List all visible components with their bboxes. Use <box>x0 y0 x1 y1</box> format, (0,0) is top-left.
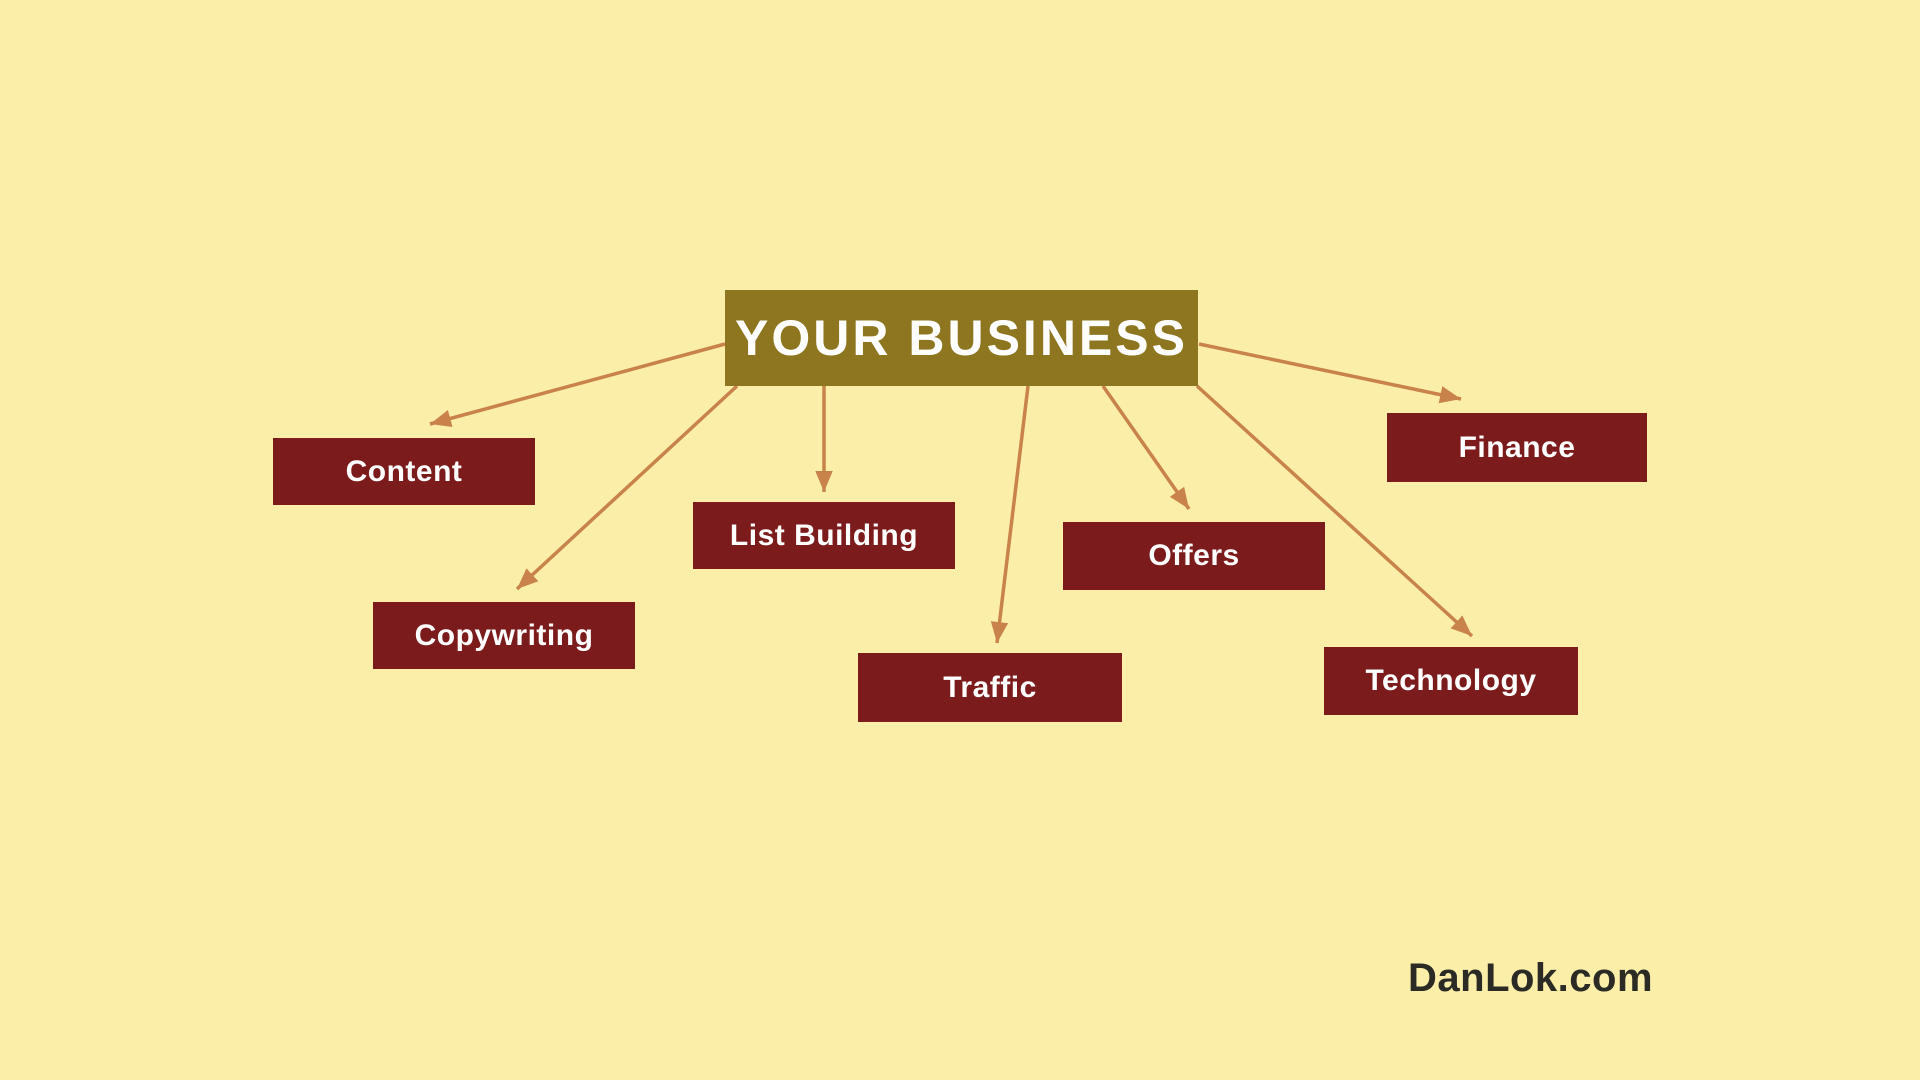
node-offers: Offers <box>1063 522 1325 590</box>
node-traffic: Traffic <box>858 653 1122 722</box>
node-list-building: List Building <box>693 502 955 569</box>
brand-watermark: DanLok.com <box>1408 956 1654 1000</box>
node-label: Technology <box>1365 664 1537 697</box>
node-label: Finance <box>1458 430 1576 464</box>
node-technology: Technology <box>1324 647 1578 715</box>
node-content: Content <box>273 438 535 505</box>
node-label: List Building <box>729 518 919 552</box>
node-finance: Finance <box>1387 413 1647 482</box>
node-copywriting: Copywriting <box>373 602 635 669</box>
node-label: Traffic <box>943 670 1037 704</box>
arrow-root-to-offers <box>1101 384 1191 511</box>
arrow-root-to-copywriting <box>515 384 739 591</box>
root-node-your-business: YOUR BUSINESS <box>725 290 1198 386</box>
root-node-label: YOUR BUSINESS <box>735 310 1188 366</box>
arrow-root-to-finance <box>1198 342 1462 404</box>
arrow-root-to-content <box>429 342 726 427</box>
node-label: Content <box>345 454 463 488</box>
node-label: Copywriting <box>414 618 594 652</box>
node-label: Offers <box>1148 539 1240 572</box>
arrow-root-to-traffic <box>990 385 1030 644</box>
arrow-root-to-technology <box>1195 384 1474 638</box>
